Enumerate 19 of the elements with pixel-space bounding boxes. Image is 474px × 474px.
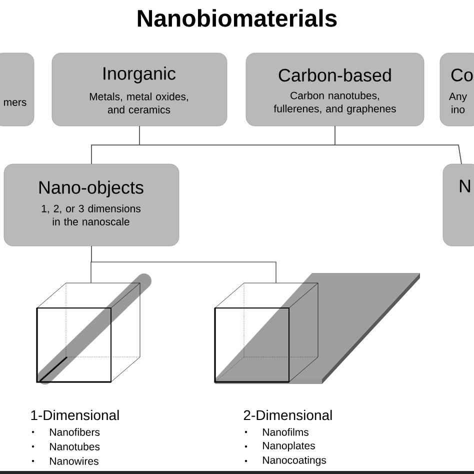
list-item: Nanotubes [50,442,100,450]
list-item: Nanofibers [50,428,100,436]
heading: 2-Dimensional [244,410,332,420]
nanotube-cube-drawing [36,274,152,384]
list-item: Nanoplates [263,442,315,452]
category-box: Nano-objects 1, 2, or 3 dimensions in the nanoscale [4,164,180,246]
list-item: Nanocoatings [263,456,326,466]
heading: 1-Dimensional [31,410,119,420]
title: Nanobiomaterials [138,9,337,27]
category-box: Inorganic Metals, metal oxides, and ceramics [52,52,228,126]
category-box: Carbon-based Carbon nanotubes, fullerenes, and graphenes [246,52,424,126]
connector-line [91,246,276,284]
list-item: Nanofilms [263,428,308,436]
connector-line [334,126,462,164]
list-item: Nanowires [50,457,98,465]
category-box: N [442,164,474,246]
category-box: Co Any ino [440,52,474,126]
nanosheet-cube-drawing [214,273,420,384]
category-box: mers [0,52,34,126]
